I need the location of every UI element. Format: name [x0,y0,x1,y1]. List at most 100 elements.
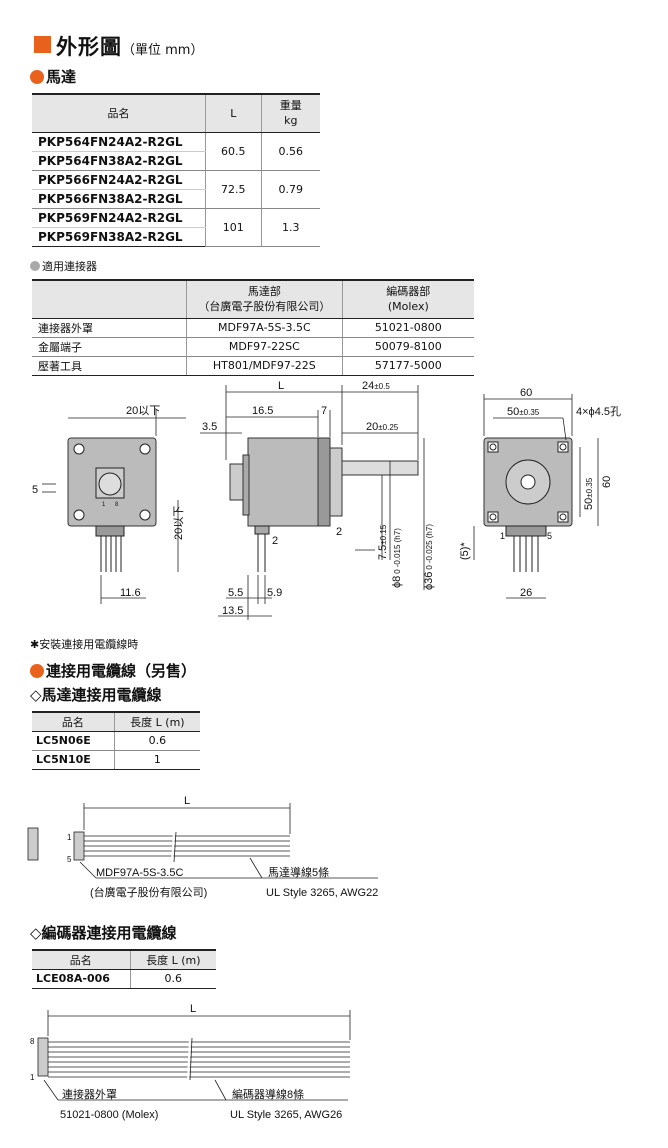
part-number: PKP569FN24A2-R2GL [32,208,207,228]
col-length: 長度 L (m) [130,949,216,970]
front-pin-8: 8 [115,502,119,508]
dim-L: L [278,380,284,392]
dim-11-6: 11.6 [120,587,141,599]
dim-5: 5 [32,484,38,496]
part-number: PKP569FN38A2-R2GL [32,227,207,247]
dim-20max: 20以下 [126,405,160,417]
motor-cable-drawing [27,803,378,879]
motor-cable-pin-1: 1 [67,833,72,842]
row-label: 金屬端子 [32,337,188,357]
page-title: 外形圖（單位 mm） [56,35,204,59]
rear-pin-5: 5 [547,531,552,541]
col-encoder-part: 編碼器部(Molex) [342,279,474,319]
encoder-part: 50079-8100 [342,337,474,357]
dim-5-asterisk: (5)* [459,542,471,560]
dim-60-vertical: 60 [601,476,613,488]
col-length: 長度 L (m) [114,711,200,732]
encoder-cable-connector-l1: 連接器外罩 [62,1087,117,1101]
motor-cable-connector-l2: (台廣電子股份有限公司) [90,885,207,899]
weight-value: 1.3 [261,208,320,247]
front-pin-1: 1 [102,502,106,508]
cable-part-number: LCE08A-006 [32,969,131,989]
encoder-cable-heading: ◇編碼器連接用電纜線 [30,924,177,942]
dim-60: 60 [520,387,532,399]
col-blank [32,279,188,319]
motor-cable-pin-5: 5 [67,855,72,864]
dim-5-9: 5.9 [267,587,282,599]
part-number: PKP564FN38A2-R2GL [32,151,207,171]
part-number: PKP564FN24A2-R2GL [32,132,207,152]
dim-16-5: 16.5 [252,405,273,417]
encoder-cable-connector-l2: 51021-0800 (Molex) [60,1109,158,1121]
dim-holes: 4×ϕ4.5孔 [576,405,621,418]
cable-part-number: LC5N06E [32,731,115,751]
title-marker [34,36,51,53]
dim-5-5: 5.5 [228,587,243,599]
row-label: 壓著工具 [32,356,188,376]
front-view [42,410,186,604]
dim-50: 50±0.35 [507,406,540,418]
rear-view [473,394,599,599]
encoder-cable-pin-8: 8 [30,1037,35,1046]
dim-50-vertical: 50±0.35 [583,477,595,510]
encoder-cable-pin-1: 1 [30,1073,35,1082]
side-view [200,385,425,620]
motor-cable-L: L [184,795,190,807]
orange-dot-icon [30,70,44,84]
dim-2a: 2 [272,535,278,547]
motor-part: HT801/MDF97-22S [186,356,343,376]
length-value: 101 [205,208,262,247]
rear-pin-1: 1 [500,531,505,541]
motor-cable-heading: ◇馬達連接用電纜線 [30,686,162,704]
connectors-heading: 適用連接器 [30,258,97,274]
dim-7-5: 7.5±0.15 [377,524,389,560]
col-name: 品名 [32,949,131,970]
encoder-cable-drawing [37,1010,351,1101]
dim-3-5: 3.5 [202,421,217,433]
dim-phi36: ϕ360-0.025 (h7) [423,524,435,590]
dim-7: 7 [321,405,327,417]
motor-cable-wire-l2: UL Style 3265, AWG22 [266,887,378,899]
cable-length: 0.6 [114,731,200,751]
col-motor-part: 馬達部（台廣電子股份有限公司） [186,279,343,319]
motor-heading: 馬達 [30,66,76,87]
encoder-part: 51021-0800 [342,318,474,338]
motor-part: MDF97-22SC [186,337,343,357]
col-name: 品名 [32,93,207,133]
dim-24: 24±0.5 [362,380,390,392]
part-number: PKP566FN38A2-R2GL [32,189,207,209]
dim-13-5: 13.5 [222,605,243,617]
cable-part-number: LC5N10E [32,750,115,770]
dim-26: 26 [520,587,532,599]
dim-20: 20±0.25 [366,421,399,433]
encoder-cable-wire-l2: UL Style 3265, AWG26 [230,1109,342,1121]
cables-heading: 連接用電纜線（另售） [30,660,196,681]
length-value: 60.5 [205,132,262,171]
encoder-part: 57177-5000 [342,356,474,376]
dim-20max-vertical: 20以下 [173,506,185,540]
footnote: ✱安裝連接用電纜線時 [30,638,139,651]
length-value: 72.5 [205,170,262,209]
col-length: L [205,93,262,133]
encoder-cable-wire-l1: 編碼器導線8條 [232,1087,304,1101]
gray-dot-icon [30,261,40,271]
motor-cable-connector-l1: MDF97A-5S-3.5C [96,867,183,879]
row-label: 連接器外罩 [32,318,188,338]
orange-dot-icon [30,664,44,678]
cable-length: 0.6 [130,969,216,989]
weight-value: 0.79 [261,170,320,209]
cable-length: 1 [114,750,200,770]
unit-note: （單位 mm） [122,43,204,58]
encoder-cable-L: L [190,1003,196,1015]
weight-value: 0.56 [261,132,320,171]
part-number: PKP566FN24A2-R2GL [32,170,207,190]
dim-phi8: ϕ80-0.015 (h7) [391,528,403,588]
dim-2b: 2 [336,526,342,538]
motor-cable-wire-l1: 馬達導線5條 [268,865,329,879]
col-name: 品名 [32,711,115,732]
motor-part: MDF97A-5S-3.5C [186,318,343,338]
